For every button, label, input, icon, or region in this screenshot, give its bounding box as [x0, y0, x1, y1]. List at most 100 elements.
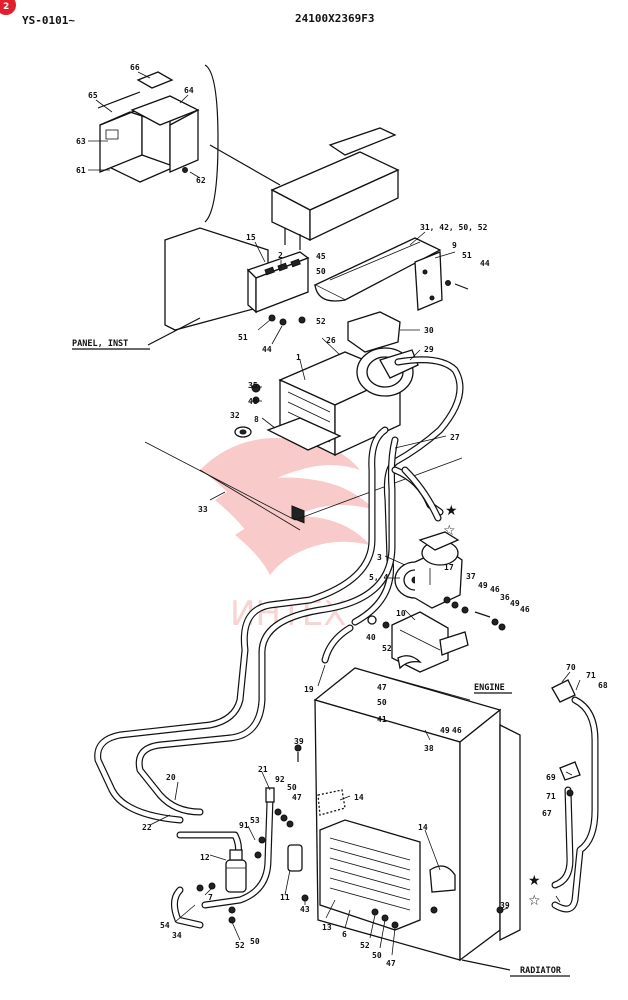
callout-2: 64 [184, 86, 194, 95]
watermark-logo [200, 438, 375, 575]
callout-35: 46 [520, 605, 530, 614]
part-number-label: 24100X2369F3 [295, 12, 374, 25]
serial-label: YS-0101~ [22, 14, 75, 27]
callout-70: 52 [360, 941, 370, 950]
inset-control-box [97, 64, 219, 223]
callout-1: 66 [130, 63, 140, 72]
upper-unit [270, 127, 469, 353]
radiator-assembly [313, 667, 521, 971]
callout-53: 50 [287, 783, 297, 792]
callout-23: 32 [230, 411, 240, 420]
callout-55: 14 [354, 793, 364, 802]
callout-29: 5, 4 [369, 573, 388, 582]
hoses [94, 356, 599, 929]
callout-30: 37 [466, 572, 476, 581]
callout-50: 20 [166, 773, 176, 782]
corner-badge [0, 0, 16, 15]
callout-76: 67 [542, 809, 552, 818]
callout-25: 27 [450, 433, 460, 442]
label-engine: ENGINE [474, 683, 505, 693]
callout-16: 44 [480, 259, 490, 268]
callout-19: 1 [296, 353, 301, 362]
callout-65: 11 [280, 893, 290, 902]
callout-14: 9 [452, 241, 457, 250]
pressure-switch [287, 844, 303, 872]
receiver-drier [196, 849, 247, 924]
callout-0: 65 [88, 91, 98, 100]
compressor [367, 531, 506, 673]
callout-15: 51 [462, 251, 472, 260]
callout-41: 71 [586, 671, 596, 680]
star-outline-bottom: ☆ [528, 893, 541, 909]
callout-75: 71 [546, 792, 556, 801]
callout-33: 36 [500, 593, 510, 602]
callout-28: 17 [444, 563, 454, 572]
star-filled-bottom: ★ [528, 873, 541, 889]
callout-24: 8 [254, 415, 259, 424]
instrument-panel [164, 227, 310, 331]
callout-10: 52 [316, 317, 326, 326]
callout-62: 34 [172, 931, 182, 940]
callout-60: 7 [208, 893, 213, 902]
callout-9: 50 [316, 267, 326, 276]
callout-45: 41 [377, 715, 387, 724]
label-panel-inst: PANEL, INST [72, 339, 128, 349]
callout-63: 52 [235, 941, 245, 950]
callout-36: 10 [396, 609, 406, 618]
callout-72: 47 [386, 959, 396, 968]
callout-38: 52 [382, 644, 392, 653]
callout-68: 6 [342, 930, 347, 939]
callout-44: 50 [377, 698, 387, 707]
callout-54: 47 [292, 793, 302, 802]
leaders [88, 71, 581, 956]
callout-74: 69 [546, 773, 556, 782]
heater-unit [234, 347, 419, 524]
callout-37: 40 [366, 633, 376, 642]
callout-7: 2 [278, 251, 283, 260]
callout-57: 91 [239, 821, 249, 830]
callout-32: 46 [490, 585, 500, 594]
callout-46: 38 [424, 744, 434, 753]
callout-20: 29 [424, 345, 434, 354]
callout-5: 62 [196, 176, 206, 185]
callout-21: 35 [248, 381, 258, 390]
star-filled-top: ★ [445, 503, 458, 519]
corner-badge-text: 2 [3, 2, 9, 12]
callout-52: 92 [275, 775, 285, 784]
callout-47: 49 [440, 726, 450, 735]
callout-61: 54 [160, 921, 170, 930]
callout-64: 50 [250, 937, 260, 946]
callout-27: 3 [377, 553, 382, 562]
callout-39: 19 [304, 685, 314, 694]
callout-8: 45 [316, 252, 326, 261]
callout-42: 68 [598, 681, 608, 690]
callout-59: 12 [200, 853, 210, 862]
callout-12: 44 [262, 345, 272, 354]
callout-11: 51 [238, 333, 248, 342]
callout-69: 14 [418, 823, 428, 832]
callout-40: 70 [566, 663, 576, 672]
callout-58: 53 [250, 816, 260, 825]
callout-67: 13 [322, 923, 332, 932]
callout-51: 21 [258, 765, 268, 774]
callout-13: 31, 42, 50, 52 [420, 223, 488, 232]
callout-49: 39 [294, 737, 304, 746]
callout-18: 26 [326, 336, 336, 345]
callout-71: 50 [372, 951, 382, 960]
callout-66: 43 [300, 905, 310, 914]
callout-43: 47 [377, 683, 387, 692]
callout-73: 39 [500, 901, 510, 910]
callout-3: 63 [76, 137, 86, 146]
callout-22: 48 [248, 397, 258, 406]
callout-34: 49 [510, 599, 520, 608]
label-radiator: RADIATOR [520, 966, 562, 976]
callout-48: 46 [452, 726, 462, 735]
callout-31: 49 [478, 581, 488, 590]
callout-6: 15 [246, 233, 256, 242]
callout-56: 22 [142, 823, 152, 832]
callout-26: 33 [198, 505, 208, 514]
callout-17: 30 [424, 326, 434, 335]
